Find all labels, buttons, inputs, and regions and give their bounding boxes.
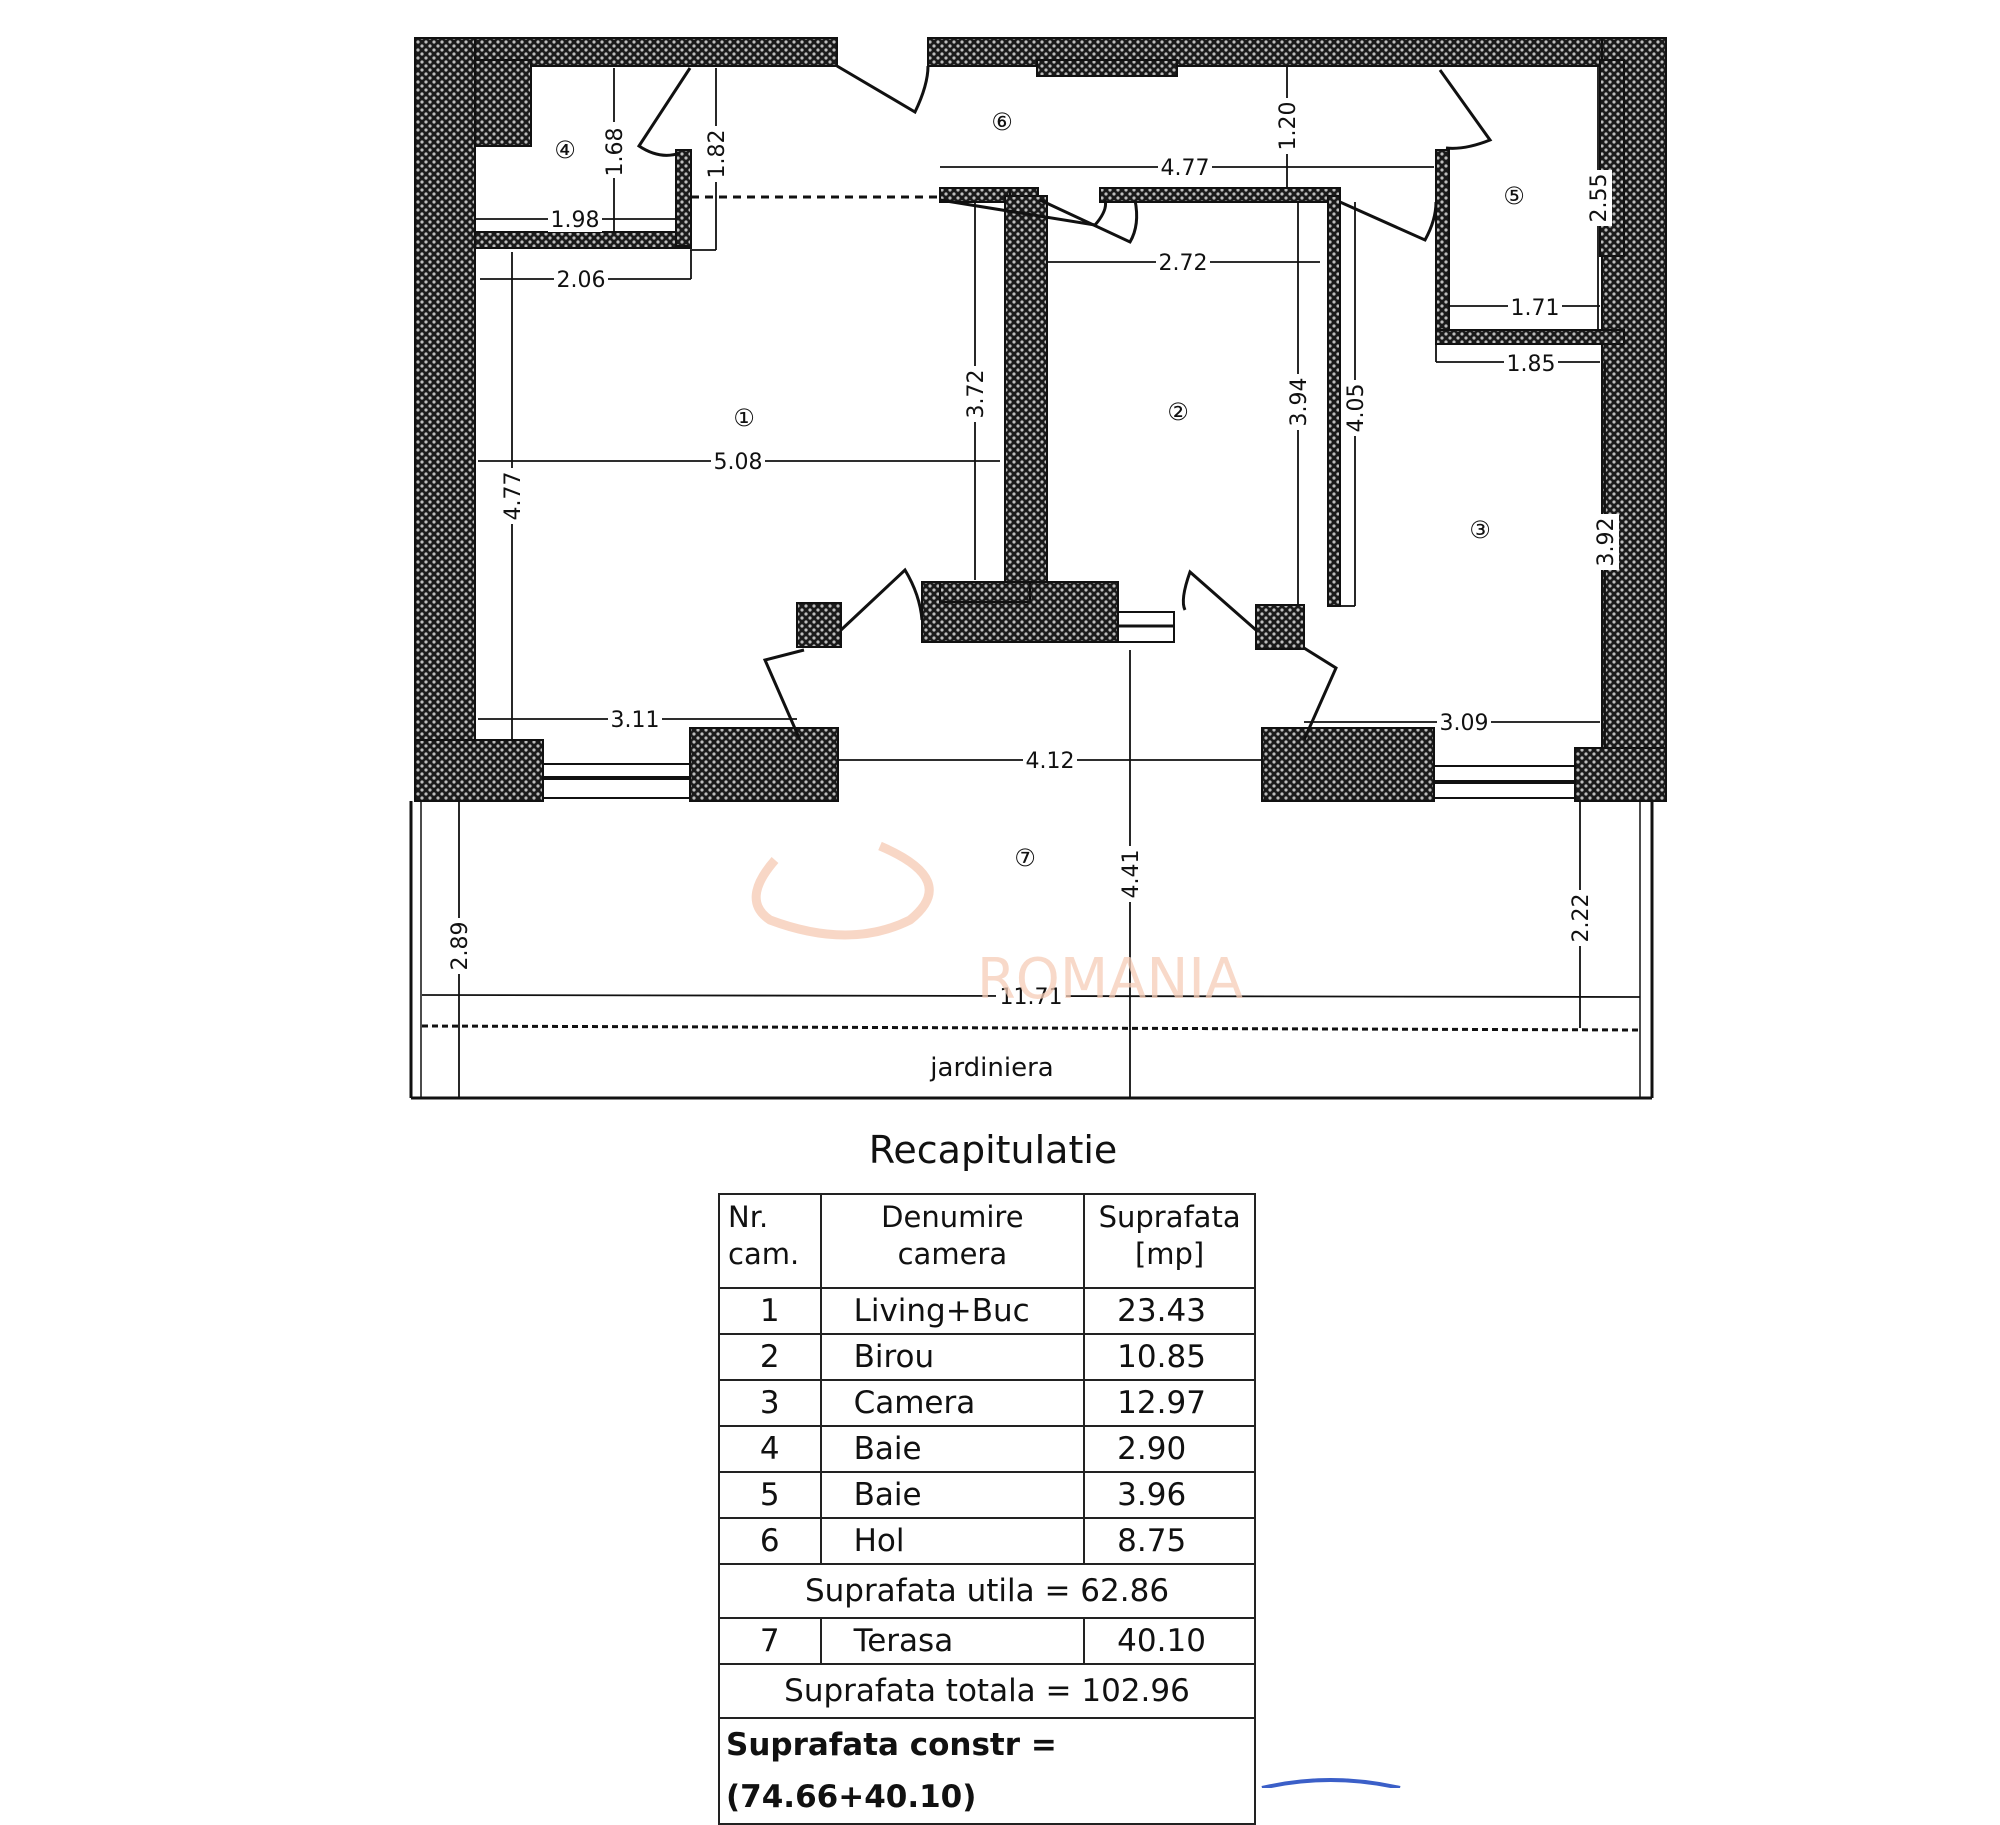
dim-4-77-top: 4.77 bbox=[1161, 156, 1210, 181]
header-name: Denumire camera bbox=[819, 1193, 1086, 1289]
table-row: 5 Baie 3.96 bbox=[718, 1471, 1256, 1519]
dim-2-89: 2.89 bbox=[448, 922, 473, 971]
dim-5-08: 5.08 bbox=[714, 450, 763, 475]
built-area: Suprafata constr =(74.66+40.10) bbox=[718, 1717, 1256, 1825]
total-area: Suprafata totala = 102.96 bbox=[718, 1663, 1256, 1719]
table-header-row: Nr. cam. Denumire camera Suprafata [mp] bbox=[718, 1193, 1256, 1289]
room-4-number: ④ bbox=[554, 136, 576, 164]
dim-1-85: 1.85 bbox=[1507, 352, 1556, 377]
dim-2-22: 2.22 bbox=[1569, 894, 1594, 943]
doors bbox=[636, 64, 1493, 741]
dim-4-05: 4.05 bbox=[1344, 384, 1369, 433]
dim-3-94: 3.94 bbox=[1287, 378, 1312, 427]
table-row: 2 Birou 10.85 bbox=[718, 1333, 1256, 1381]
table-row: 3 Camera 12.97 bbox=[718, 1379, 1256, 1427]
dimension-labels: 1.68 1.82 1.98 2.06 1.20 4.77 2.72 2.55 … bbox=[445, 98, 1619, 1010]
stamp-fragment bbox=[1261, 1778, 1401, 1788]
dim-3-72: 3.72 bbox=[964, 370, 989, 419]
watermark: ROMANIA bbox=[751, 841, 1243, 1012]
table-row: 1 Living+Buc 23.43 bbox=[718, 1287, 1256, 1335]
dim-3-92: 3.92 bbox=[1594, 518, 1619, 567]
header-nr: Nr. cam. bbox=[718, 1193, 822, 1289]
room-3-number: ③ bbox=[1469, 516, 1491, 544]
room-6-number: ⑥ bbox=[991, 108, 1013, 136]
room-2-number: ② bbox=[1167, 398, 1189, 426]
dim-4-12: 4.12 bbox=[1026, 749, 1075, 774]
dim-1-68: 1.68 bbox=[603, 128, 628, 177]
summary-table: Nr. cam. Denumire camera Suprafata [mp] … bbox=[718, 1193, 1256, 1825]
planter-label: jardiniera bbox=[929, 1053, 1053, 1083]
room-5-number: ⑤ bbox=[1503, 182, 1525, 210]
room-numbers: ① ② ③ ④ ⑤ ⑥ ⑦ bbox=[554, 108, 1525, 872]
summary-title: Recapitulatie bbox=[868, 1128, 1118, 1172]
dim-11-71: 11.71 bbox=[1000, 985, 1063, 1010]
built-area-row: Suprafata constr =(74.66+40.10) bbox=[718, 1717, 1256, 1825]
floor-plan: 1.68 1.82 1.98 2.06 1.20 4.77 2.72 2.55 … bbox=[409, 37, 1667, 1788]
dim-4-77-left: 4.77 bbox=[501, 472, 526, 521]
room-7-number: ⑦ bbox=[1014, 844, 1036, 872]
dim-1-20: 1.20 bbox=[1276, 102, 1301, 151]
windows bbox=[542, 611, 1576, 799]
dim-1-98: 1.98 bbox=[551, 208, 600, 233]
dim-1-82: 1.82 bbox=[705, 130, 730, 179]
dim-1-71: 1.71 bbox=[1511, 296, 1560, 321]
table-row: 6 Hol 8.75 bbox=[718, 1517, 1256, 1565]
dim-2-06: 2.06 bbox=[557, 268, 606, 293]
useful-area: Suprafata utila = 62.86 bbox=[718, 1563, 1256, 1619]
terrace-outline bbox=[409, 801, 1654, 1100]
table-row: 4 Baie 2.90 bbox=[718, 1425, 1256, 1473]
watermark-text: ROMANIA bbox=[977, 947, 1243, 1012]
dim-4-41: 4.41 bbox=[1119, 850, 1144, 899]
terrace-row: 7 Terasa 40.10 bbox=[718, 1617, 1256, 1665]
header-area: Suprafata [mp] bbox=[1083, 1193, 1256, 1289]
dim-2-55: 2.55 bbox=[1587, 174, 1612, 223]
dim-3-09: 3.09 bbox=[1440, 711, 1489, 736]
total-area-row: Suprafata totala = 102.96 bbox=[718, 1663, 1256, 1719]
dim-3-11: 3.11 bbox=[611, 708, 660, 733]
dim-2-72: 2.72 bbox=[1159, 251, 1208, 276]
room-1-number: ① bbox=[733, 404, 755, 432]
useful-area-row: Suprafata utila = 62.86 bbox=[718, 1563, 1256, 1619]
